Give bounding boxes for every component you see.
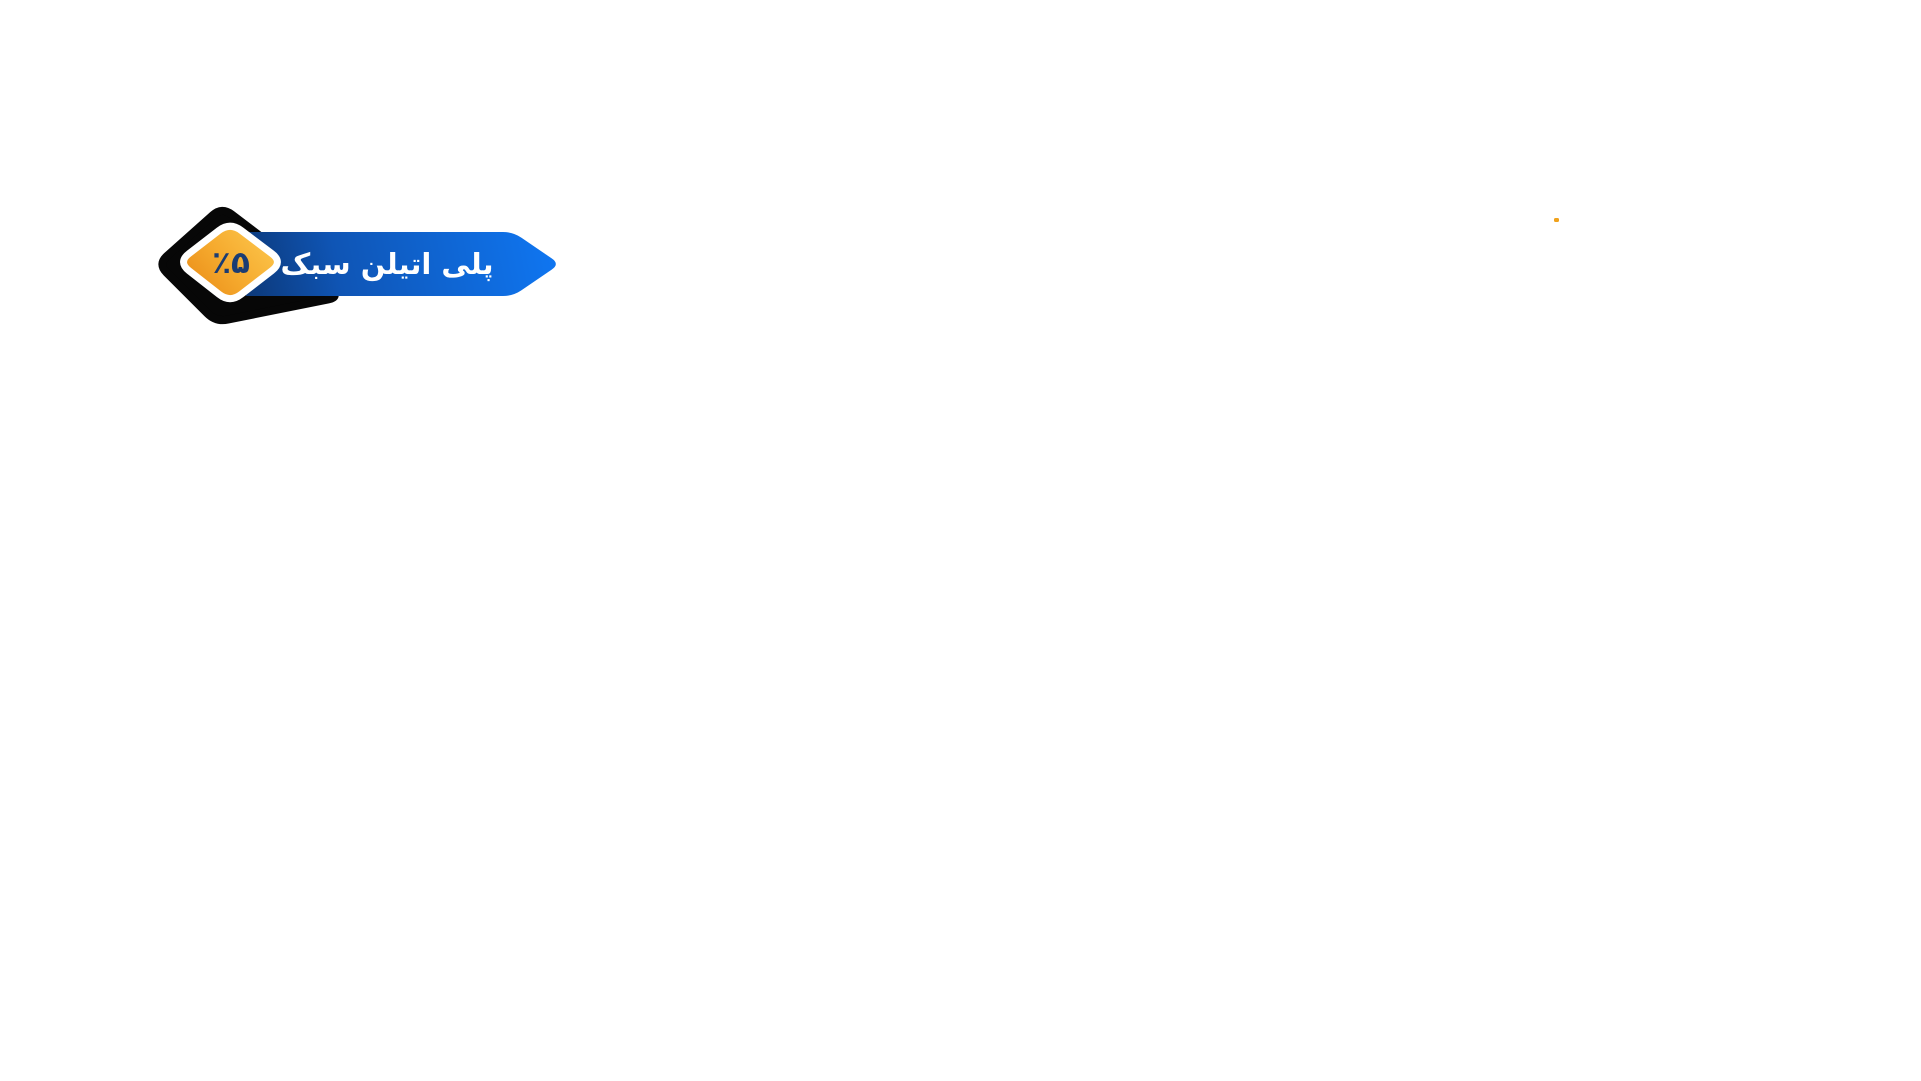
product-ribbon-banner[interactable]: ٪۵ پلی اتیلن سبک (130, 195, 580, 335)
ribbon-label: پلی اتیلن سبک (280, 247, 494, 281)
discount-badge-value: ٪۵ (212, 245, 250, 281)
ribbon-arrow-shape (246, 232, 556, 296)
discount-badge-diamond (180, 222, 281, 303)
artifact-dot (1554, 218, 1559, 222)
ribbon-banner-graphic (158, 206, 556, 325)
